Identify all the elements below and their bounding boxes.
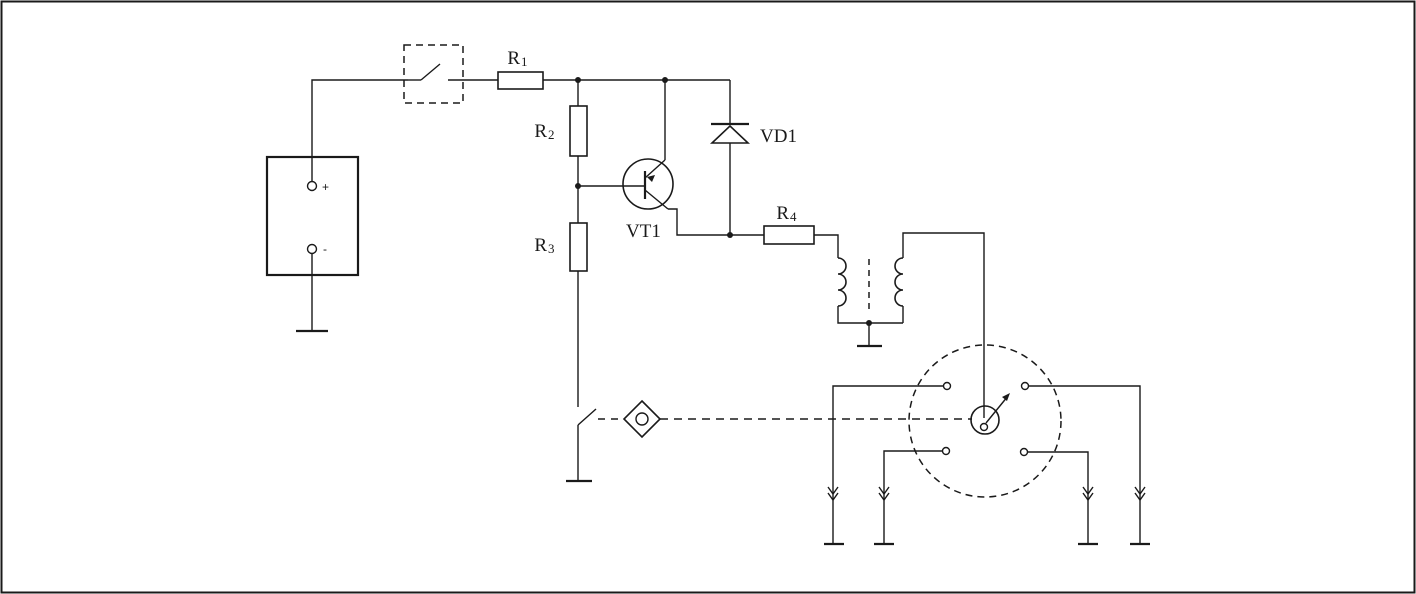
r4-label-sub: 4 [790, 209, 797, 224]
transistor-vt1 [578, 80, 730, 236]
r2-label-sub: 2 [548, 127, 555, 142]
vd1-label: VD1 [760, 126, 797, 147]
distributor [824, 344, 1150, 546]
r1-label: R [507, 48, 520, 69]
trigger-switch [566, 398, 972, 483]
diode-vd1 [709, 80, 751, 235]
distributor-rotor [970, 405, 1000, 435]
resistor-r1 [497, 71, 544, 90]
plus-terminal-label: + [322, 180, 329, 194]
r1-label-sub: 1 [521, 54, 528, 69]
minus-terminal [306, 243, 318, 255]
resistor-r3 [569, 222, 588, 272]
ignition-coil [814, 232, 985, 418]
switch-contact [420, 63, 441, 81]
cam-symbol [622, 399, 662, 439]
main-switch [403, 44, 498, 104]
supply-wire [311, 79, 408, 182]
plus-terminal [306, 180, 318, 192]
resistor-r4 [763, 225, 815, 245]
power-source: + - [265, 155, 360, 333]
r2-label: R [534, 121, 547, 142]
resistor-r2 [569, 105, 588, 157]
r3-label-sub: 3 [548, 241, 555, 256]
r3-label: R [534, 235, 547, 256]
r4-label: R [776, 203, 789, 224]
minus-terminal-label: - [323, 242, 327, 256]
switch-enclosure [403, 44, 464, 104]
vt1-label: VT1 [626, 221, 661, 242]
